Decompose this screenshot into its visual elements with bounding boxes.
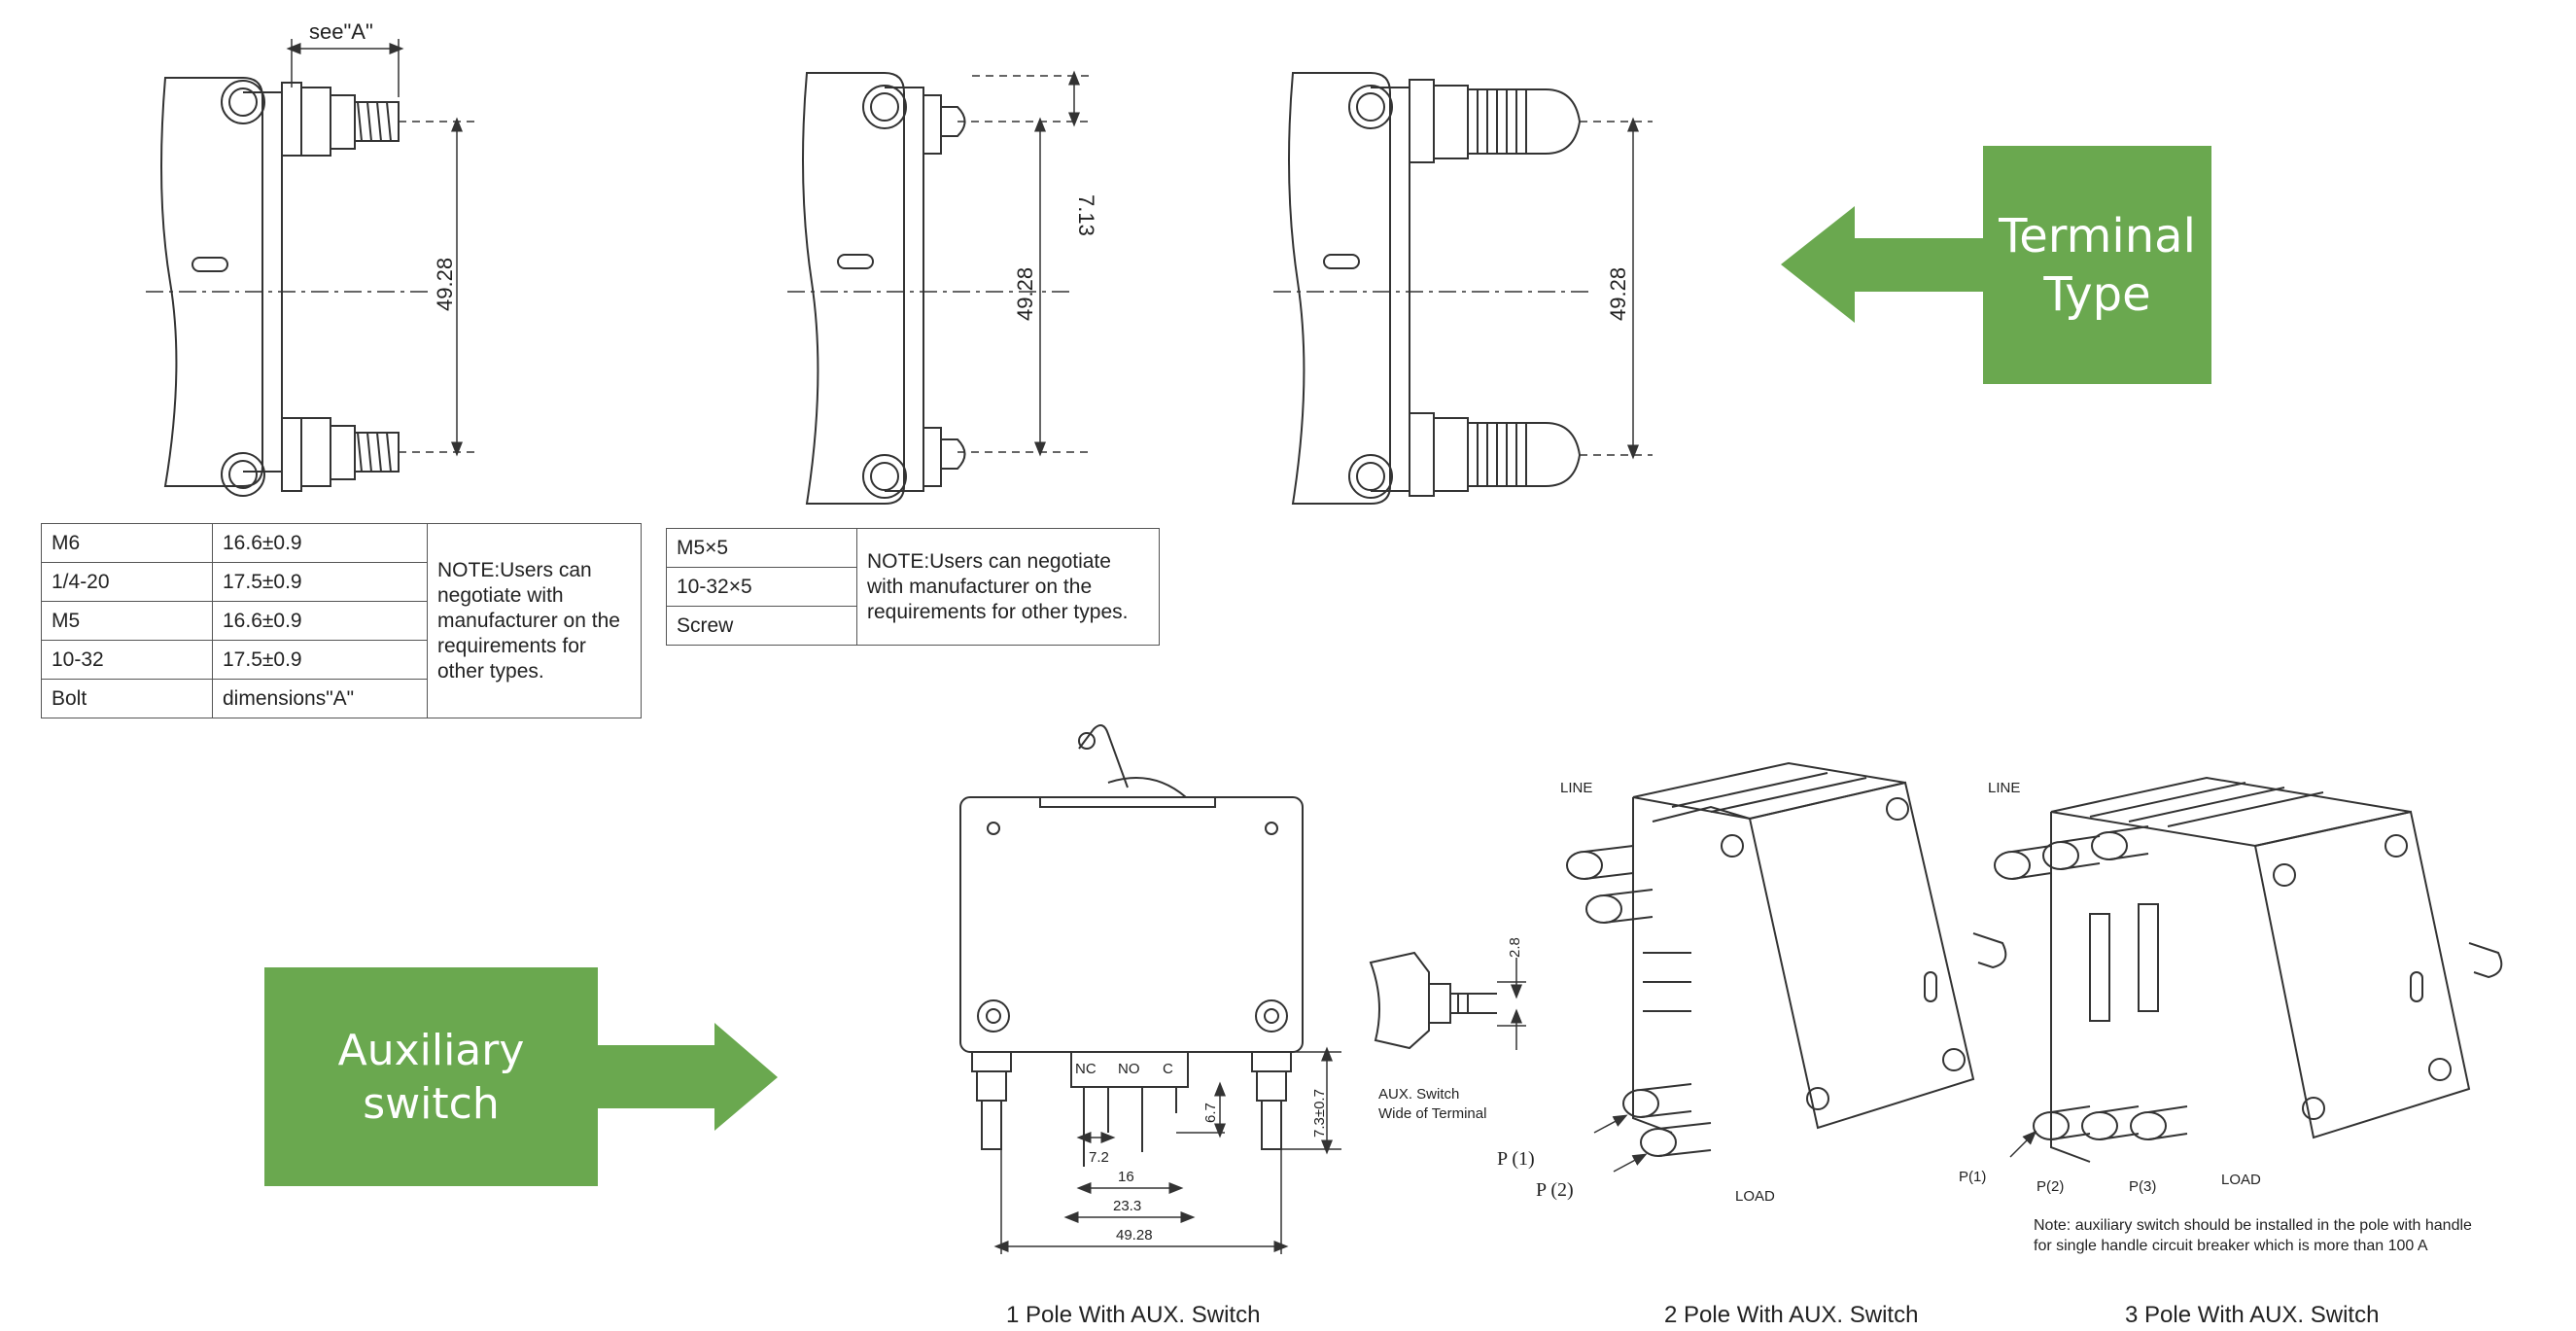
- terminal-type-arrow: [1781, 206, 1983, 323]
- table-cell-type: 10-32: [41, 640, 213, 680]
- c-label: C: [1163, 1061, 1173, 1077]
- three-pole-load-label: LOAD: [2221, 1172, 2261, 1188]
- aux-switch-label-2: Wide of Terminal: [1378, 1105, 1486, 1122]
- table-cell-type: M6: [41, 523, 213, 563]
- aux-switch-label-1: AUX. Switch: [1378, 1086, 1459, 1103]
- table-cell-value: 16.6±0.9: [212, 601, 428, 641]
- table-cell-value: 17.5±0.9: [212, 562, 428, 602]
- see-a-label: see"A": [309, 19, 373, 44]
- table1-note: NOTE:Users can negotiate with manufactur…: [427, 523, 642, 718]
- table-cell-type: Bolt: [41, 679, 213, 718]
- table-cell-type: M5×5: [666, 528, 857, 568]
- one-pole-front-view: [959, 724, 1341, 1254]
- auxiliary-switch-arrow: [598, 1023, 778, 1131]
- auxiliary-switch-box: [264, 967, 598, 1186]
- terminal-type-line1: Terminal: [1999, 208, 2196, 263]
- table-cell-type: 1/4-20: [41, 562, 213, 602]
- nc-label: NC: [1075, 1061, 1097, 1077]
- two-pole-load-label: LOAD: [1735, 1188, 1775, 1205]
- terminal-type-box: [1983, 146, 2211, 384]
- dim-23-3: 23.3: [1113, 1198, 1141, 1214]
- three-pole-caption: 3 Pole With AUX. Switch: [2125, 1302, 2379, 1328]
- terminal-type-line2: Type: [2043, 266, 2151, 322]
- dim-16: 16: [1118, 1169, 1134, 1185]
- three-pole-line-label: LINE: [1988, 780, 2020, 796]
- three-pole-drawing: [1994, 776, 2503, 1163]
- dim-7-3: 7.3±0.7: [1311, 1089, 1328, 1138]
- three-pole-p1-label: P(1): [1959, 1169, 1986, 1185]
- three-pole-note: Note: auxiliary switch should be install…: [2034, 1217, 2472, 1254]
- terminal-type-text: Terminal Type: [1983, 146, 2211, 384]
- screw-terminal-drawing: [787, 70, 1089, 505]
- dim-49-28-c: 49.28: [1606, 267, 1630, 321]
- two-pole-caption: 2 Pole With AUX. Switch: [1664, 1302, 1918, 1328]
- two-pole-p1-label: P (1): [1497, 1148, 1535, 1170]
- table-cell-type: Screw: [666, 606, 857, 646]
- table-cell-value: 17.5±0.9: [212, 640, 428, 680]
- screw-terminal-table: M5×5 NOTE:Users can negotiate with manuf…: [666, 528, 1160, 646]
- table-cell-value: dimensions"A": [212, 679, 428, 718]
- dim-49-28-b: 49.28: [1013, 267, 1037, 321]
- two-pole-p2-label: P (2): [1536, 1179, 1574, 1201]
- three-pole-p2-label: P(2): [2036, 1178, 2064, 1195]
- dim-2-8: 2.8: [1507, 937, 1523, 958]
- dim-7-13: 7.13: [1074, 194, 1098, 236]
- aux-switch-detail: [1369, 951, 1526, 1050]
- table2-note: NOTE:Users can negotiate with manufactur…: [856, 528, 1160, 646]
- bolt-terminal-table: M6 16.6±0.9 NOTE:Users can negotiate wit…: [41, 523, 642, 718]
- auxiliary-switch-line2: switch: [363, 1078, 500, 1129]
- dim-49-28-a: 49.28: [433, 258, 457, 311]
- no-label: NO: [1118, 1061, 1140, 1077]
- two-pole-line-label: LINE: [1560, 780, 1592, 796]
- dim-7-2: 7.2: [1089, 1149, 1109, 1166]
- dim-49-28-d: 49.28: [1116, 1227, 1153, 1243]
- two-pole-drawing: [1566, 761, 2007, 1173]
- table-cell-type: 10-32×5: [666, 567, 857, 607]
- dim-6-7: 6.7: [1202, 1103, 1219, 1123]
- stud-terminal-drawing: [1273, 72, 1653, 505]
- table-cell-value: 16.6±0.9: [212, 523, 428, 563]
- table-cell-type: M5: [41, 601, 213, 641]
- three-pole-p3-label: P(3): [2129, 1178, 2156, 1195]
- bolt-terminal-drawing: [146, 39, 476, 497]
- auxiliary-switch-line1: Auxiliary: [337, 1025, 525, 1075]
- one-pole-caption: 1 Pole With AUX. Switch: [1006, 1302, 1260, 1328]
- auxiliary-switch-text: Auxiliary switch: [264, 967, 598, 1186]
